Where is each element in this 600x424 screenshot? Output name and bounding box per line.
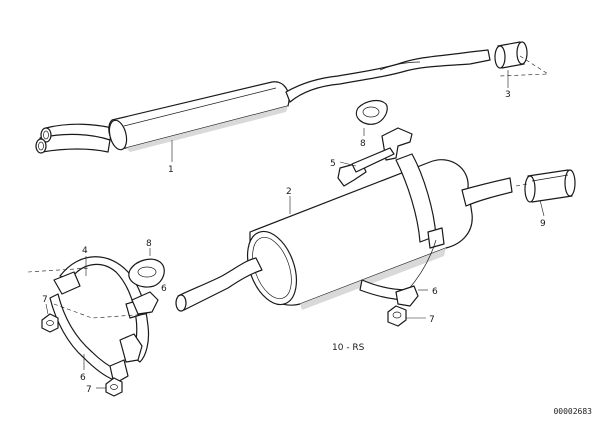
rear-silencer: [175, 153, 513, 312]
hanger-bracket: [337, 127, 413, 187]
callout-7-bottom: 7: [86, 385, 92, 395]
bracket-left: [119, 291, 159, 363]
callout-6-right: 6: [432, 287, 438, 297]
callout-5: 5: [330, 159, 336, 169]
callout-3: 3: [505, 90, 511, 100]
callout-7-left: 7: [42, 295, 48, 305]
rubber-mount-top: [355, 99, 388, 125]
callout-9: 9: [540, 219, 546, 229]
callout-labels: 1 2 3 4 5 6 6 6 7 7 7 8 8 9 10 - RS: [42, 90, 546, 395]
callout-8-top: 8: [360, 139, 366, 149]
leader-lines: [45, 70, 545, 389]
callout-6-left: 6: [161, 284, 167, 294]
pipe-sleeve-top: [494, 41, 549, 77]
callout-4: 4: [82, 246, 88, 256]
callout-7-right: 7: [429, 315, 435, 325]
nut-left-lower: [105, 377, 123, 397]
front-pipe-with-centre-silencer: [35, 49, 491, 154]
bracket-right: [359, 279, 419, 307]
callout-2: 2: [286, 187, 292, 197]
rubber-mount-middle: [128, 258, 165, 288]
document-number: 00002683: [553, 407, 592, 416]
callout-8-middle: 8: [146, 239, 152, 249]
tailpipe-sleeve: [515, 169, 576, 203]
nut-left-upper: [41, 313, 59, 333]
callout-1: 1: [168, 165, 174, 175]
callout-10-rs: 10 - RS: [332, 343, 365, 353]
callout-6-bottom: 6: [80, 373, 86, 383]
nut-right: [387, 305, 407, 327]
